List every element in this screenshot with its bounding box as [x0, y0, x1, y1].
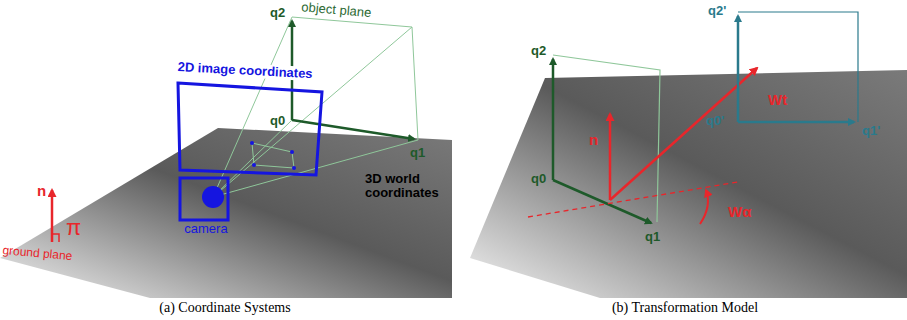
- transform-vectors: [610, 68, 757, 224]
- line-shape: [610, 68, 757, 200]
- point-label: q0': [706, 114, 724, 128]
- point-label: q1': [862, 124, 880, 138]
- panel-b: [470, 12, 907, 298]
- camera-lens: [202, 186, 224, 208]
- point-label: q0: [270, 114, 285, 128]
- line-shape: [292, 120, 414, 139]
- moved-plane-axes: [738, 16, 854, 122]
- image-points: [250, 141, 296, 170]
- polygon-shape: [252, 143, 294, 168]
- panel-a: [0, 17, 452, 298]
- ground-plane: [470, 70, 907, 298]
- plane-title: 2D image coordinates: [175, 60, 315, 82]
- moved-plane-outline: [738, 12, 858, 122]
- line-shape: [213, 120, 292, 197]
- vector-label: Wt: [768, 92, 787, 109]
- region-label: 3D world coordinates: [365, 172, 447, 201]
- image-plane: 2D image coordinates: [172, 60, 328, 178]
- camera-box: camera: [178, 176, 234, 238]
- line-shape: [737, 16, 740, 122]
- plane-outline: [553, 55, 660, 222]
- caption: (b) Transformation Model: [612, 300, 758, 315]
- line-shape: [552, 59, 555, 180]
- camera-body: [180, 178, 228, 220]
- point-label: q2: [270, 6, 285, 20]
- line-shape: [213, 17, 292, 197]
- path-shape: [700, 190, 708, 224]
- line-shape: [738, 121, 854, 124]
- vector-label: n: [589, 132, 598, 149]
- line-shape: [553, 180, 651, 223]
- point-label: q2: [531, 44, 546, 58]
- point-label: q1: [410, 146, 425, 160]
- point-label: q1: [645, 230, 660, 244]
- polyline-shape: [52, 234, 59, 242]
- circle-shape: [250, 141, 254, 145]
- image-plane-outline: [178, 83, 322, 175]
- plane-label: object plane: [299, 0, 374, 21]
- angle-label: Wα: [728, 204, 751, 221]
- caption: (a) Coordinate Systems: [159, 300, 290, 315]
- symbol-label: π: [66, 216, 81, 240]
- ground-plane: [0, 128, 452, 298]
- circle-shape: [252, 163, 256, 167]
- plane-label: ground plane: [2, 244, 73, 263]
- circle-shape: [290, 150, 294, 154]
- circle-shape: [292, 166, 296, 170]
- ground-normal: [52, 190, 59, 242]
- point-label: q2': [708, 4, 726, 18]
- line-shape: [609, 114, 612, 200]
- camera-label: camera: [184, 222, 227, 236]
- point-label: q0: [531, 172, 546, 186]
- vector-label: n: [37, 183, 46, 200]
